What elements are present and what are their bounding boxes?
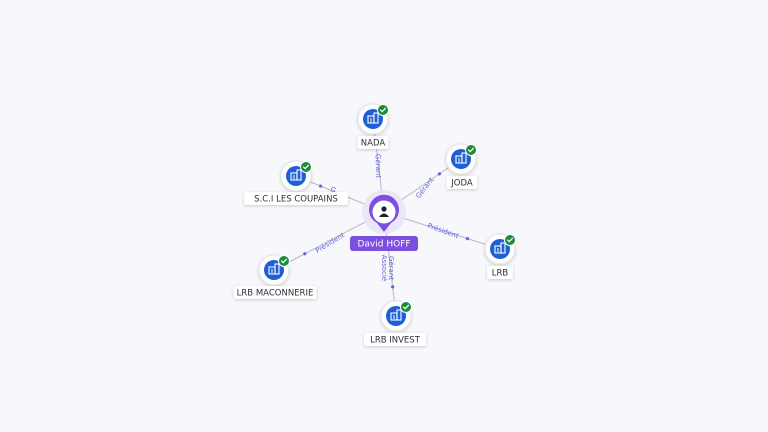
verified-check-icon [400, 301, 412, 313]
company-label-bg [357, 136, 389, 149]
edge-arrow-5 [319, 184, 323, 188]
company-label-bg [244, 192, 348, 205]
nodes-layer: NADA JODA LRB LRB INVEST LRB MACONNERIE S.C.I… [233, 103, 516, 346]
company-node-lrb-invest[interactable]: LRB INVEST [364, 300, 426, 346]
edge-arrow-3 [391, 285, 395, 289]
company-name: JODA [450, 179, 473, 189]
company-label-bg [233, 286, 317, 299]
company-label-bg [487, 266, 513, 279]
verified-check-icon [504, 234, 516, 246]
person-name: David HOFF [357, 240, 410, 250]
company-name: NADA [361, 139, 386, 149]
verified-check-icon [300, 161, 312, 173]
building-icon [264, 260, 284, 280]
company-label-bg [364, 333, 426, 346]
edge-relation-label: Président [314, 231, 346, 255]
edge-relation-label: GérantAssocié [380, 255, 395, 281]
building-icon [286, 166, 306, 186]
edge-arrow-1 [437, 172, 442, 176]
verified-check-icon [278, 255, 290, 267]
center-layer: David HOFF [350, 190, 418, 251]
company-node-joda[interactable]: JODA [445, 143, 478, 189]
edge-relation-label: Gérant [414, 176, 435, 200]
person-name-pill [350, 236, 418, 251]
edge-relation-label: G [329, 185, 338, 195]
edge-relation-label: Président [426, 222, 460, 241]
edge-arrow-4 [303, 252, 307, 256]
company-name: LRB MACONNERIE [237, 289, 314, 299]
building-icon [490, 239, 510, 259]
company-node-nada[interactable]: NADA [357, 103, 389, 149]
company-node-s-c-i-les-coupains[interactable]: S.C.I LES COUPAINS [244, 160, 348, 205]
verified-check-icon [465, 144, 477, 156]
company-name: LRB [492, 269, 509, 279]
person-icon [379, 206, 389, 217]
building-icon [386, 306, 406, 326]
company-name: LRB INVEST [370, 336, 421, 346]
person-node[interactable]: David HOFF [350, 190, 418, 251]
edge-relation-label: Gérant [374, 154, 383, 179]
verified-check-icon [377, 104, 389, 116]
edge-arrow-2 [465, 237, 470, 241]
company-node-lrb[interactable]: LRB [484, 233, 516, 279]
company-label-bg [446, 176, 478, 189]
building-icon [451, 149, 471, 169]
company-name: S.C.I LES COUPAINS [254, 195, 338, 205]
building-icon [363, 109, 383, 129]
company-node-lrb-maconnerie[interactable]: LRB MACONNERIE [233, 254, 317, 299]
